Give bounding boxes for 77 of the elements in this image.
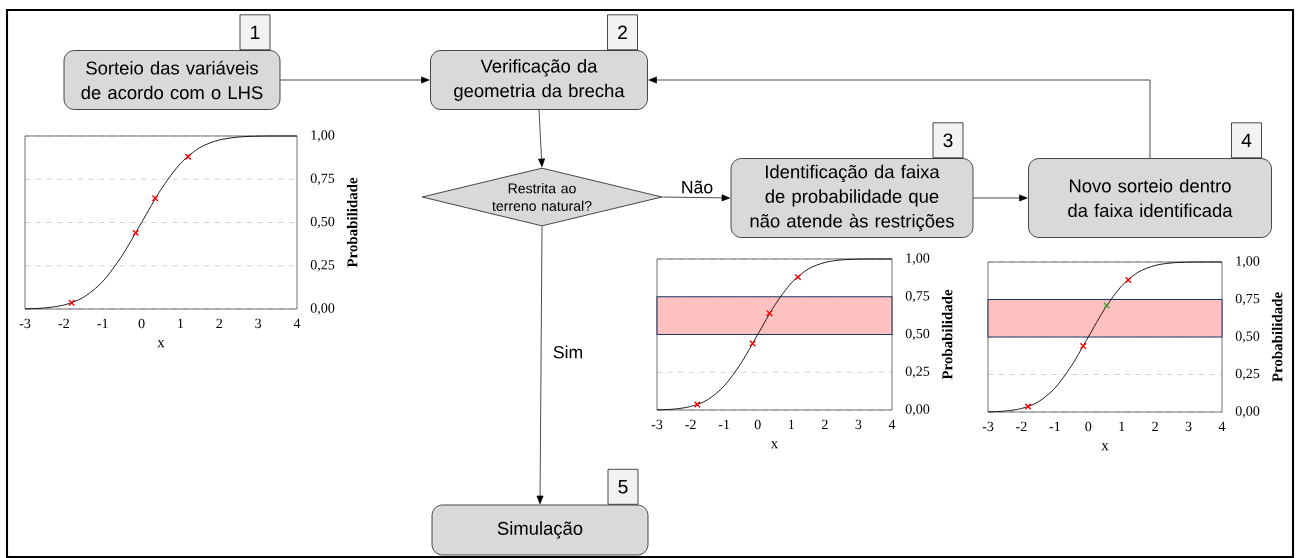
x-tick-label: 1 bbox=[1119, 421, 1125, 431]
arrow bbox=[662, 194, 731, 202]
y-axis-title: Probabilidade bbox=[346, 177, 358, 268]
y-tick-label: 1,00 bbox=[906, 253, 930, 265]
process-box: Verificação da geometria da brecha bbox=[430, 50, 648, 110]
y-tick-label: 0,00 bbox=[1235, 406, 1260, 418]
point bbox=[184, 153, 192, 161]
y-tick-label: 0,50 bbox=[310, 216, 335, 229]
number-tag: 2 bbox=[607, 14, 638, 51]
line-series bbox=[656, 258, 893, 411]
point bbox=[693, 401, 701, 409]
line-series bbox=[24, 135, 298, 310]
process-box: Novo sorteio dentro da faixa identificada bbox=[1028, 158, 1272, 238]
process-box: Identificação da faixa de probabilidade que não atende às restrições bbox=[730, 158, 974, 238]
point bbox=[766, 309, 773, 317]
y-tick-label: 1,00 bbox=[311, 130, 335, 142]
x-tick-label: 0 bbox=[754, 419, 761, 430]
point bbox=[68, 299, 76, 307]
y-tick-label: 0,75 bbox=[310, 173, 335, 185]
y-axis-title: Probabilidade bbox=[1271, 292, 1283, 382]
x-tick-label: 0 bbox=[1085, 421, 1092, 432]
x-tick-label: -2 bbox=[58, 318, 69, 329]
y-tick-label: 0,50 bbox=[905, 328, 930, 341]
point bbox=[794, 273, 802, 281]
x-tick-label: -2 bbox=[685, 419, 696, 430]
x-tick-label: -3 bbox=[651, 419, 663, 430]
y-tick-label: 0,75 bbox=[905, 291, 930, 303]
x-tick-label: -1 bbox=[718, 419, 730, 429]
arrow bbox=[280, 76, 430, 84]
x-tick-label: 2 bbox=[821, 419, 828, 430]
point bbox=[151, 194, 159, 202]
x-tick-label: 0 bbox=[138, 318, 145, 329]
y-tick-label: 1,00 bbox=[1236, 256, 1260, 268]
line-series bbox=[987, 261, 1223, 413]
point bbox=[1079, 342, 1087, 350]
number-tag: 3 bbox=[932, 122, 964, 159]
x-axis-title: x bbox=[770, 441, 779, 449]
x-tick-label: -1 bbox=[97, 318, 108, 328]
edge-label: Sim bbox=[551, 343, 585, 361]
y-tick-label: 0,00 bbox=[310, 303, 335, 315]
x-tick-label: 1 bbox=[178, 318, 184, 328]
y-tick-label: 0,25 bbox=[1235, 368, 1260, 381]
x-tick-label: 3 bbox=[855, 419, 862, 430]
y-axis-title: Probabilidade bbox=[941, 289, 953, 380]
number-tag: 4 bbox=[1231, 122, 1262, 159]
x-tick-label: -3 bbox=[982, 421, 994, 432]
point bbox=[1124, 276, 1132, 284]
x-axis-title: x bbox=[1101, 443, 1109, 451]
x-tick-label: -1 bbox=[1049, 421, 1060, 431]
x-tick-label: 3 bbox=[255, 318, 262, 329]
y-tick-label: 0,50 bbox=[1235, 331, 1260, 343]
x-tick-label: 4 bbox=[888, 419, 896, 429]
process-box: Sorteio das variáveis de acordo com o LHS bbox=[63, 50, 281, 110]
y-tick-label: 0,75 bbox=[1235, 293, 1260, 306]
x-tick-label: -3 bbox=[19, 318, 31, 329]
point bbox=[1103, 302, 1111, 309]
x-tick-label: 4 bbox=[293, 318, 301, 328]
x-tick-label: 2 bbox=[1152, 421, 1158, 432]
number-tag: 5 bbox=[607, 468, 639, 505]
x-tick-label: 3 bbox=[1185, 421, 1192, 432]
x-tick-label: 2 bbox=[216, 318, 223, 329]
arrow bbox=[538, 109, 545, 168]
process-box: Simulação bbox=[431, 504, 649, 556]
y-tick-label: 0,00 bbox=[905, 404, 930, 416]
x-tick-label: -2 bbox=[1016, 421, 1027, 432]
arrow bbox=[648, 76, 1151, 159]
x-tick-label: 1 bbox=[789, 419, 794, 429]
arrow bbox=[973, 194, 1028, 202]
x-tick-label: 4 bbox=[1218, 421, 1226, 431]
y-tick-label: 0,25 bbox=[905, 366, 930, 378]
point bbox=[132, 229, 140, 237]
point bbox=[749, 340, 757, 348]
number-tag: 1 bbox=[239, 14, 271, 51]
y-tick-label: 0,25 bbox=[310, 260, 335, 272]
x-axis-title: x bbox=[157, 340, 165, 348]
arrow bbox=[536, 226, 544, 505]
edge-label: Não bbox=[679, 178, 715, 196]
